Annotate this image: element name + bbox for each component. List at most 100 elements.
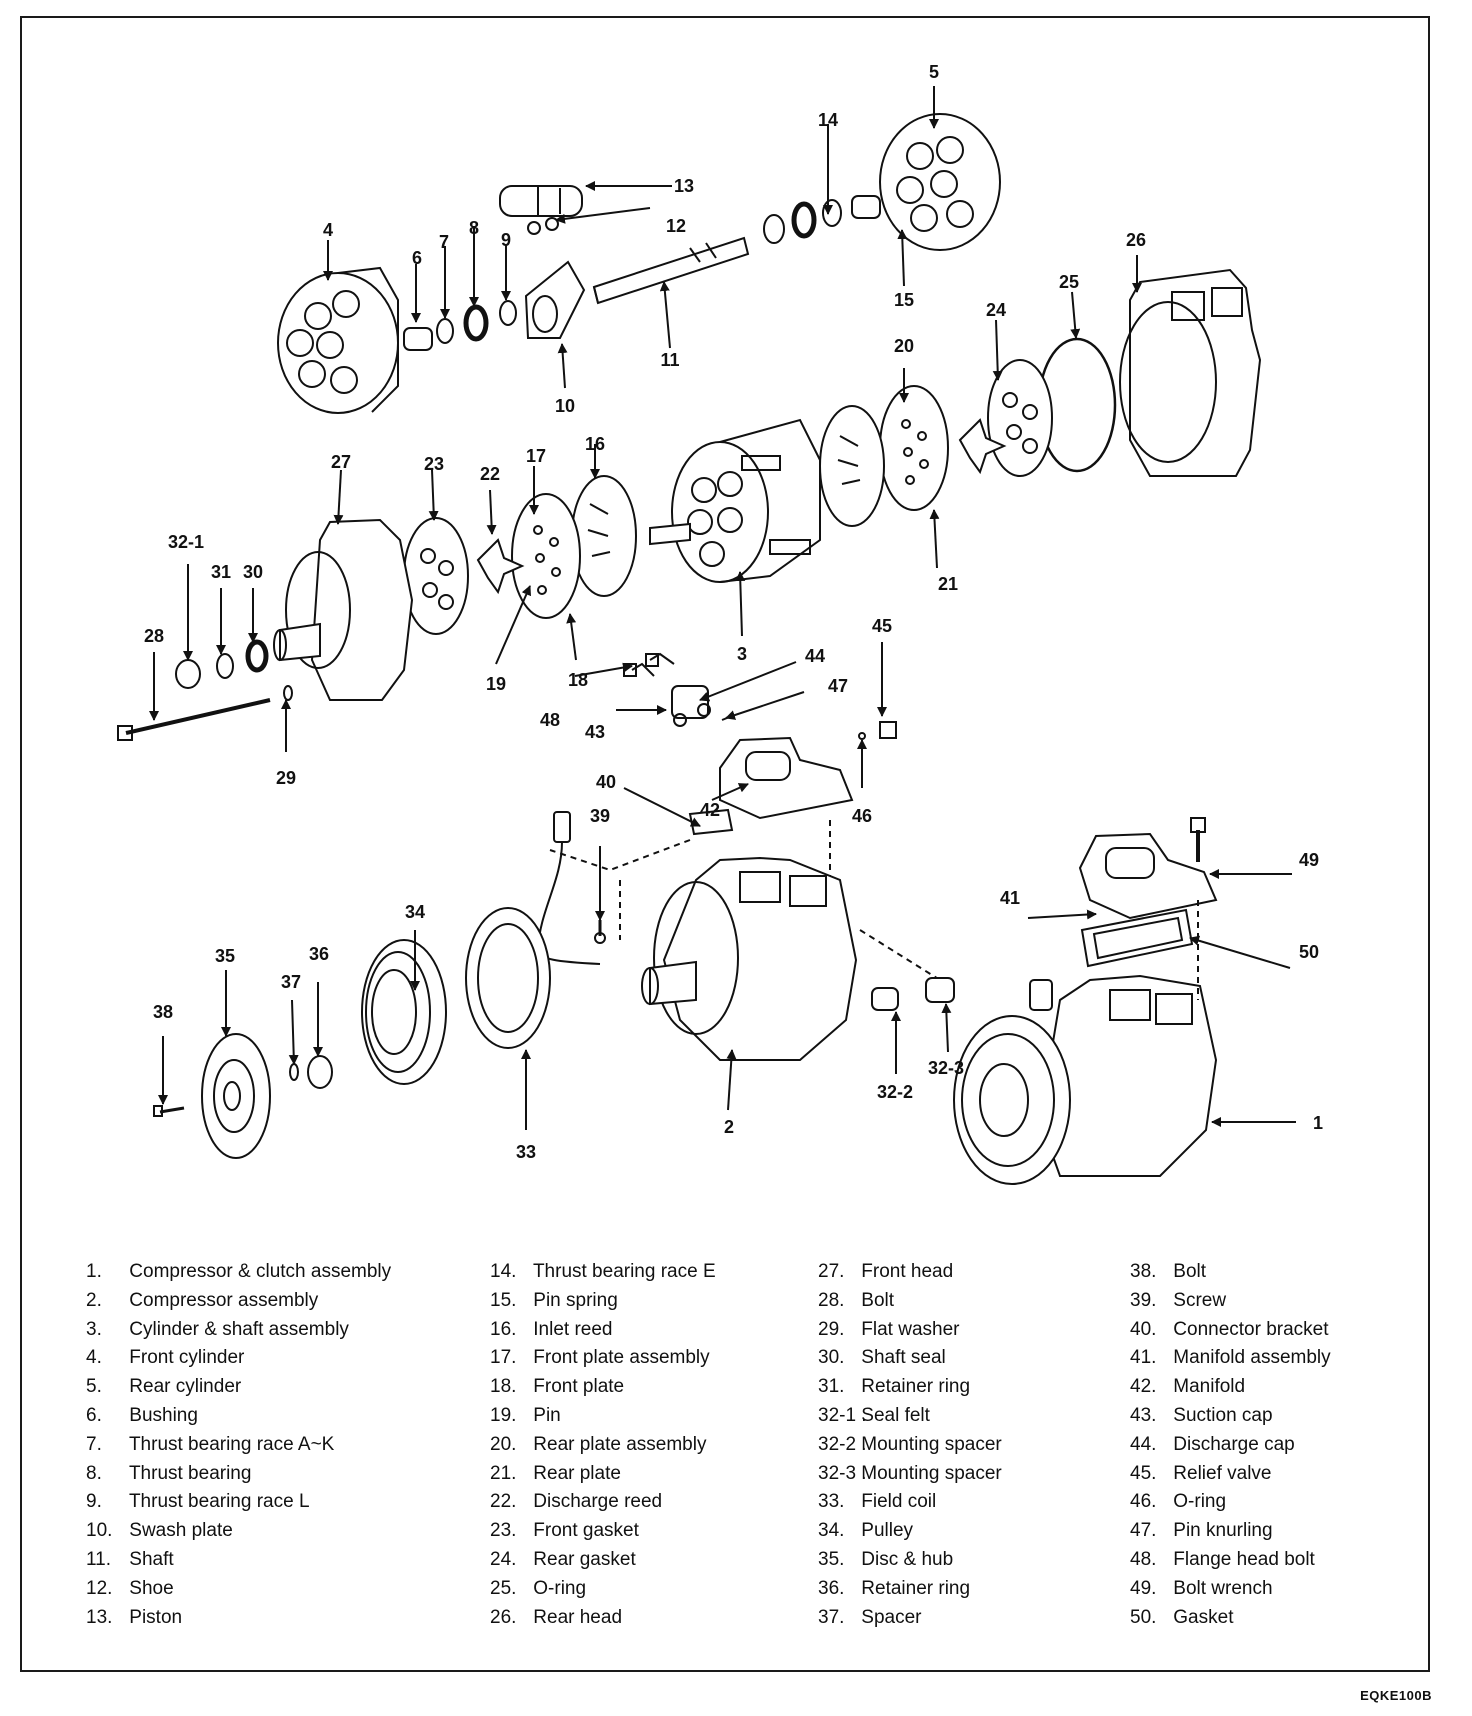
retainer-ring-36-part bbox=[307, 1055, 333, 1089]
legend-item-label: Manifold bbox=[1173, 1376, 1246, 1398]
callout-32-3: 32-3 bbox=[928, 1058, 964, 1078]
legend-item: 35. Disc & hub bbox=[818, 1546, 1002, 1575]
legend-item-label: Compressor assembly bbox=[129, 1289, 319, 1311]
legend-item: 28. Bolt bbox=[818, 1287, 1002, 1316]
legend-item-label: Thrust bearing race L bbox=[128, 1491, 310, 1513]
callout-15: 15 bbox=[894, 290, 914, 310]
legend-item: 29. Flat washer bbox=[818, 1316, 1002, 1345]
legend-item: 17. Front plate assembly bbox=[490, 1344, 716, 1373]
legend-item-number: 32-3 . bbox=[818, 1462, 867, 1484]
legend-item-label: Thrust bearing race E bbox=[532, 1261, 716, 1282]
shoe-part bbox=[527, 217, 559, 235]
legend-item-label: Retainer ring bbox=[861, 1577, 971, 1599]
callout-49: 49 bbox=[1299, 850, 1319, 870]
legend-item: 10. Swash plate bbox=[86, 1517, 391, 1546]
callout-13: 13 bbox=[674, 176, 694, 196]
legend-item-label: Rear head bbox=[533, 1606, 623, 1628]
legend-item-label: Manifold assembly bbox=[1173, 1347, 1331, 1369]
legend-item-label: Relief valve bbox=[1173, 1462, 1272, 1484]
legend-item: 33. Field coil bbox=[818, 1488, 1002, 1517]
legend-item-label: Screw bbox=[1173, 1289, 1227, 1311]
legend-item: 30. Shaft seal bbox=[818, 1344, 1002, 1373]
legend-item-number: 16. bbox=[490, 1318, 517, 1340]
callout-36: 36 bbox=[309, 944, 329, 964]
legend-item-label: Shaft seal bbox=[861, 1347, 946, 1369]
callout-28: 28 bbox=[144, 626, 164, 646]
callout-5: 5 bbox=[929, 62, 939, 82]
legend-item: 47. Pin knurling bbox=[1130, 1517, 1331, 1546]
callout-24: 24 bbox=[986, 300, 1006, 320]
legend-item-label: Flange head bolt bbox=[1173, 1548, 1315, 1570]
legend-item-label: Bolt wrench bbox=[1173, 1577, 1273, 1599]
callout-44: 44 bbox=[805, 646, 825, 666]
legend-item-number: 21. bbox=[490, 1462, 517, 1484]
legend-item: 41. Manifold assembly bbox=[1130, 1344, 1331, 1373]
screw-part bbox=[594, 920, 606, 944]
legend-item: 32-3 . Mounting spacer bbox=[818, 1460, 1002, 1489]
legend-item-label: Rear plate assembly bbox=[533, 1433, 707, 1455]
shaft-part bbox=[592, 236, 750, 305]
legend-item-number: 37. bbox=[818, 1606, 845, 1628]
legend-item-number: 38. bbox=[1130, 1261, 1157, 1282]
callout-18: 18 bbox=[568, 670, 588, 690]
legend-item-number: 18. bbox=[490, 1376, 517, 1398]
callout-39: 39 bbox=[590, 806, 610, 826]
callout-8: 8 bbox=[469, 218, 479, 238]
callout-47: 47 bbox=[828, 676, 848, 696]
thrust-race-rear-part bbox=[822, 199, 842, 227]
legend-item-number: 25. bbox=[490, 1577, 517, 1599]
legend-item-number: 26. bbox=[490, 1606, 517, 1628]
legend-item-number: 11. bbox=[86, 1548, 112, 1570]
legend-item-label: Front plate assembly bbox=[533, 1347, 710, 1369]
legend-item: 39. Screw bbox=[1130, 1287, 1331, 1316]
callout-2: 2 bbox=[724, 1117, 734, 1137]
legend-item-label: Pulley bbox=[861, 1520, 914, 1542]
callout-22: 22 bbox=[480, 464, 500, 484]
legend-item-label: Pin knurling bbox=[1173, 1520, 1273, 1542]
legend-item: 25. O-ring bbox=[490, 1575, 716, 1604]
legend-item-label: Swash plate bbox=[129, 1520, 233, 1542]
front-plate-part bbox=[511, 493, 581, 619]
callout-32-1: 32-1 bbox=[168, 532, 204, 552]
legend-item: 26. Rear head bbox=[490, 1604, 716, 1633]
legend-item-label: Bolt bbox=[1173, 1261, 1207, 1282]
retainer-ring-part bbox=[216, 653, 234, 679]
front-cylinder-part bbox=[277, 266, 399, 414]
legend-item-number: 7. bbox=[86, 1433, 102, 1455]
legend-item: 32-2 . Mounting spacer bbox=[818, 1431, 1002, 1460]
compressor-clutch-assembly-part bbox=[953, 974, 1218, 1185]
callout-26: 26 bbox=[1126, 230, 1146, 250]
callout-23: 23 bbox=[424, 454, 444, 474]
legend-column-1: 1. Compressor & clutch assembly 2. Compr… bbox=[86, 1258, 391, 1632]
legend-item: 23. Front gasket bbox=[490, 1517, 716, 1546]
legend-item-number: 32-1 . bbox=[818, 1404, 867, 1426]
figure-frame bbox=[20, 16, 1430, 1672]
callout-33: 33 bbox=[516, 1142, 536, 1162]
thrust-race-l-part bbox=[499, 300, 517, 326]
legend-item-label: Front gasket bbox=[533, 1520, 639, 1542]
callout-45: 45 bbox=[872, 616, 892, 636]
piston-part bbox=[499, 185, 583, 217]
legend-item-number: 4. bbox=[86, 1347, 102, 1369]
cylinder-shaft-assembly-part bbox=[649, 418, 821, 583]
legend-item-number: 50. bbox=[1130, 1606, 1157, 1628]
legend-item: 18. Front plate bbox=[490, 1373, 716, 1402]
legend-item: 32-1 . Seal felt bbox=[818, 1402, 1002, 1431]
callout-21: 21 bbox=[938, 574, 958, 594]
long-bolt-part bbox=[117, 698, 271, 741]
callout-38: 38 bbox=[153, 1002, 173, 1022]
legend-item-number: 2. bbox=[86, 1289, 102, 1311]
legend-item: 9. Thrust bearing race L bbox=[86, 1488, 391, 1517]
small-bolt-part bbox=[153, 1105, 185, 1117]
legend-item-label: Suction cap bbox=[1173, 1404, 1273, 1426]
callout-6: 6 bbox=[412, 248, 422, 268]
legend-item-label: Mounting spacer bbox=[861, 1433, 1002, 1455]
legend-item-number: 9. bbox=[86, 1491, 102, 1513]
legend-item: 14. Thrust bearing race E bbox=[490, 1258, 716, 1287]
legend-item-number: 14. bbox=[490, 1261, 517, 1282]
callout-16: 16 bbox=[585, 434, 605, 454]
shaft-seal-part bbox=[245, 639, 269, 673]
legend-item-label: Retainer ring bbox=[861, 1376, 971, 1398]
bushing-part bbox=[403, 327, 433, 351]
rear-plate-part bbox=[879, 385, 949, 511]
